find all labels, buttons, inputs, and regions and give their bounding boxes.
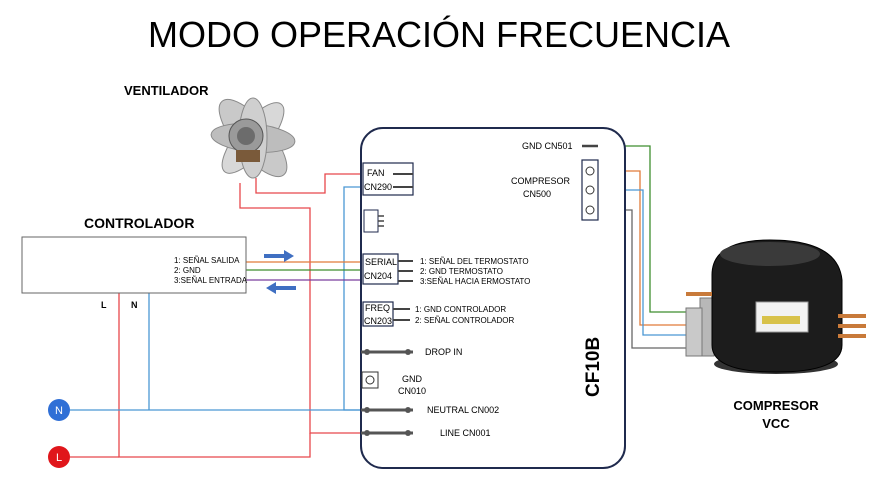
fan-connector-name: FAN bbox=[367, 168, 385, 178]
arrow-left-icon bbox=[266, 282, 296, 294]
controller-box bbox=[21, 236, 247, 294]
control-board bbox=[360, 127, 626, 469]
freq-connector bbox=[362, 301, 394, 327]
line-terminal bbox=[361, 430, 413, 436]
supply-l-symbol: L bbox=[56, 452, 62, 464]
fan-line-wire bbox=[239, 183, 364, 434]
controller-pin-2: 2: GND bbox=[174, 266, 201, 275]
fan-connector bbox=[362, 162, 414, 196]
drop-in-terminal bbox=[361, 349, 413, 355]
freq-connector-name: FREQ bbox=[365, 303, 390, 313]
arrow-right-icon bbox=[264, 250, 294, 262]
fan-red-wire bbox=[255, 173, 364, 194]
controller-l-wire bbox=[118, 293, 311, 458]
gnd-cn501-label: GND CN501 bbox=[522, 141, 573, 151]
controlador-label: CONTROLADOR bbox=[84, 215, 194, 231]
drop-in-label: DROP IN bbox=[425, 347, 462, 357]
controller-pin-3: 3:SEÑAL ENTRADA bbox=[174, 276, 248, 285]
controller-l-label: L bbox=[101, 300, 107, 310]
compresor-connector bbox=[581, 159, 599, 221]
serial-pin-3: 3:SEÑAL HACIA ERMOSTATO bbox=[420, 277, 530, 286]
aux-connector bbox=[363, 209, 379, 233]
controller-pin-1: 1: SEÑAL SALIDA bbox=[174, 256, 240, 265]
supply-l-icon: L bbox=[48, 446, 70, 468]
gnd-cn010-name: GND bbox=[402, 374, 423, 384]
fan-connector-code: CN290 bbox=[364, 182, 392, 192]
supply-n-icon: N bbox=[48, 399, 70, 421]
supply-n-symbol: N bbox=[55, 405, 63, 417]
compresor-label-1: COMPRESOR bbox=[733, 398, 819, 413]
compresor-conn-name: COMPRESOR bbox=[511, 176, 571, 186]
gnd-cn010-code: CN010 bbox=[398, 386, 426, 396]
compresor-label-2: VCC bbox=[762, 416, 790, 431]
line-label: LINE CN001 bbox=[440, 428, 491, 438]
serial-connector-name: SERIAL bbox=[365, 257, 397, 267]
serial-connector bbox=[362, 253, 399, 285]
board-model: CF10B bbox=[583, 337, 604, 397]
fan-icon bbox=[210, 97, 296, 179]
gnd-cn010-connector bbox=[361, 371, 379, 389]
compressor-icon bbox=[685, 239, 866, 374]
serial-connector-code: CN204 bbox=[364, 271, 392, 281]
freq-pin-1: 1: GND CONTROLADOR bbox=[415, 305, 506, 314]
controller-n-label: N bbox=[131, 300, 138, 310]
ventilador-label: VENTILADOR bbox=[124, 83, 209, 98]
serial-pin-1: 1: SEÑAL DEL TERMOSTATO bbox=[420, 257, 529, 266]
freq-pin-2: 2: SEÑAL CONTROLADOR bbox=[415, 316, 515, 325]
neutral-label: NEUTRAL CN002 bbox=[427, 405, 499, 415]
diagram-title: MODO OPERACIÓN FRECUENCIA bbox=[148, 14, 730, 55]
compresor-conn-code: CN500 bbox=[523, 189, 551, 199]
neutral-terminal bbox=[361, 407, 413, 413]
serial-pin-2: 2: GND TERMOSTATO bbox=[420, 267, 503, 276]
freq-connector-code: CN203 bbox=[364, 316, 392, 326]
